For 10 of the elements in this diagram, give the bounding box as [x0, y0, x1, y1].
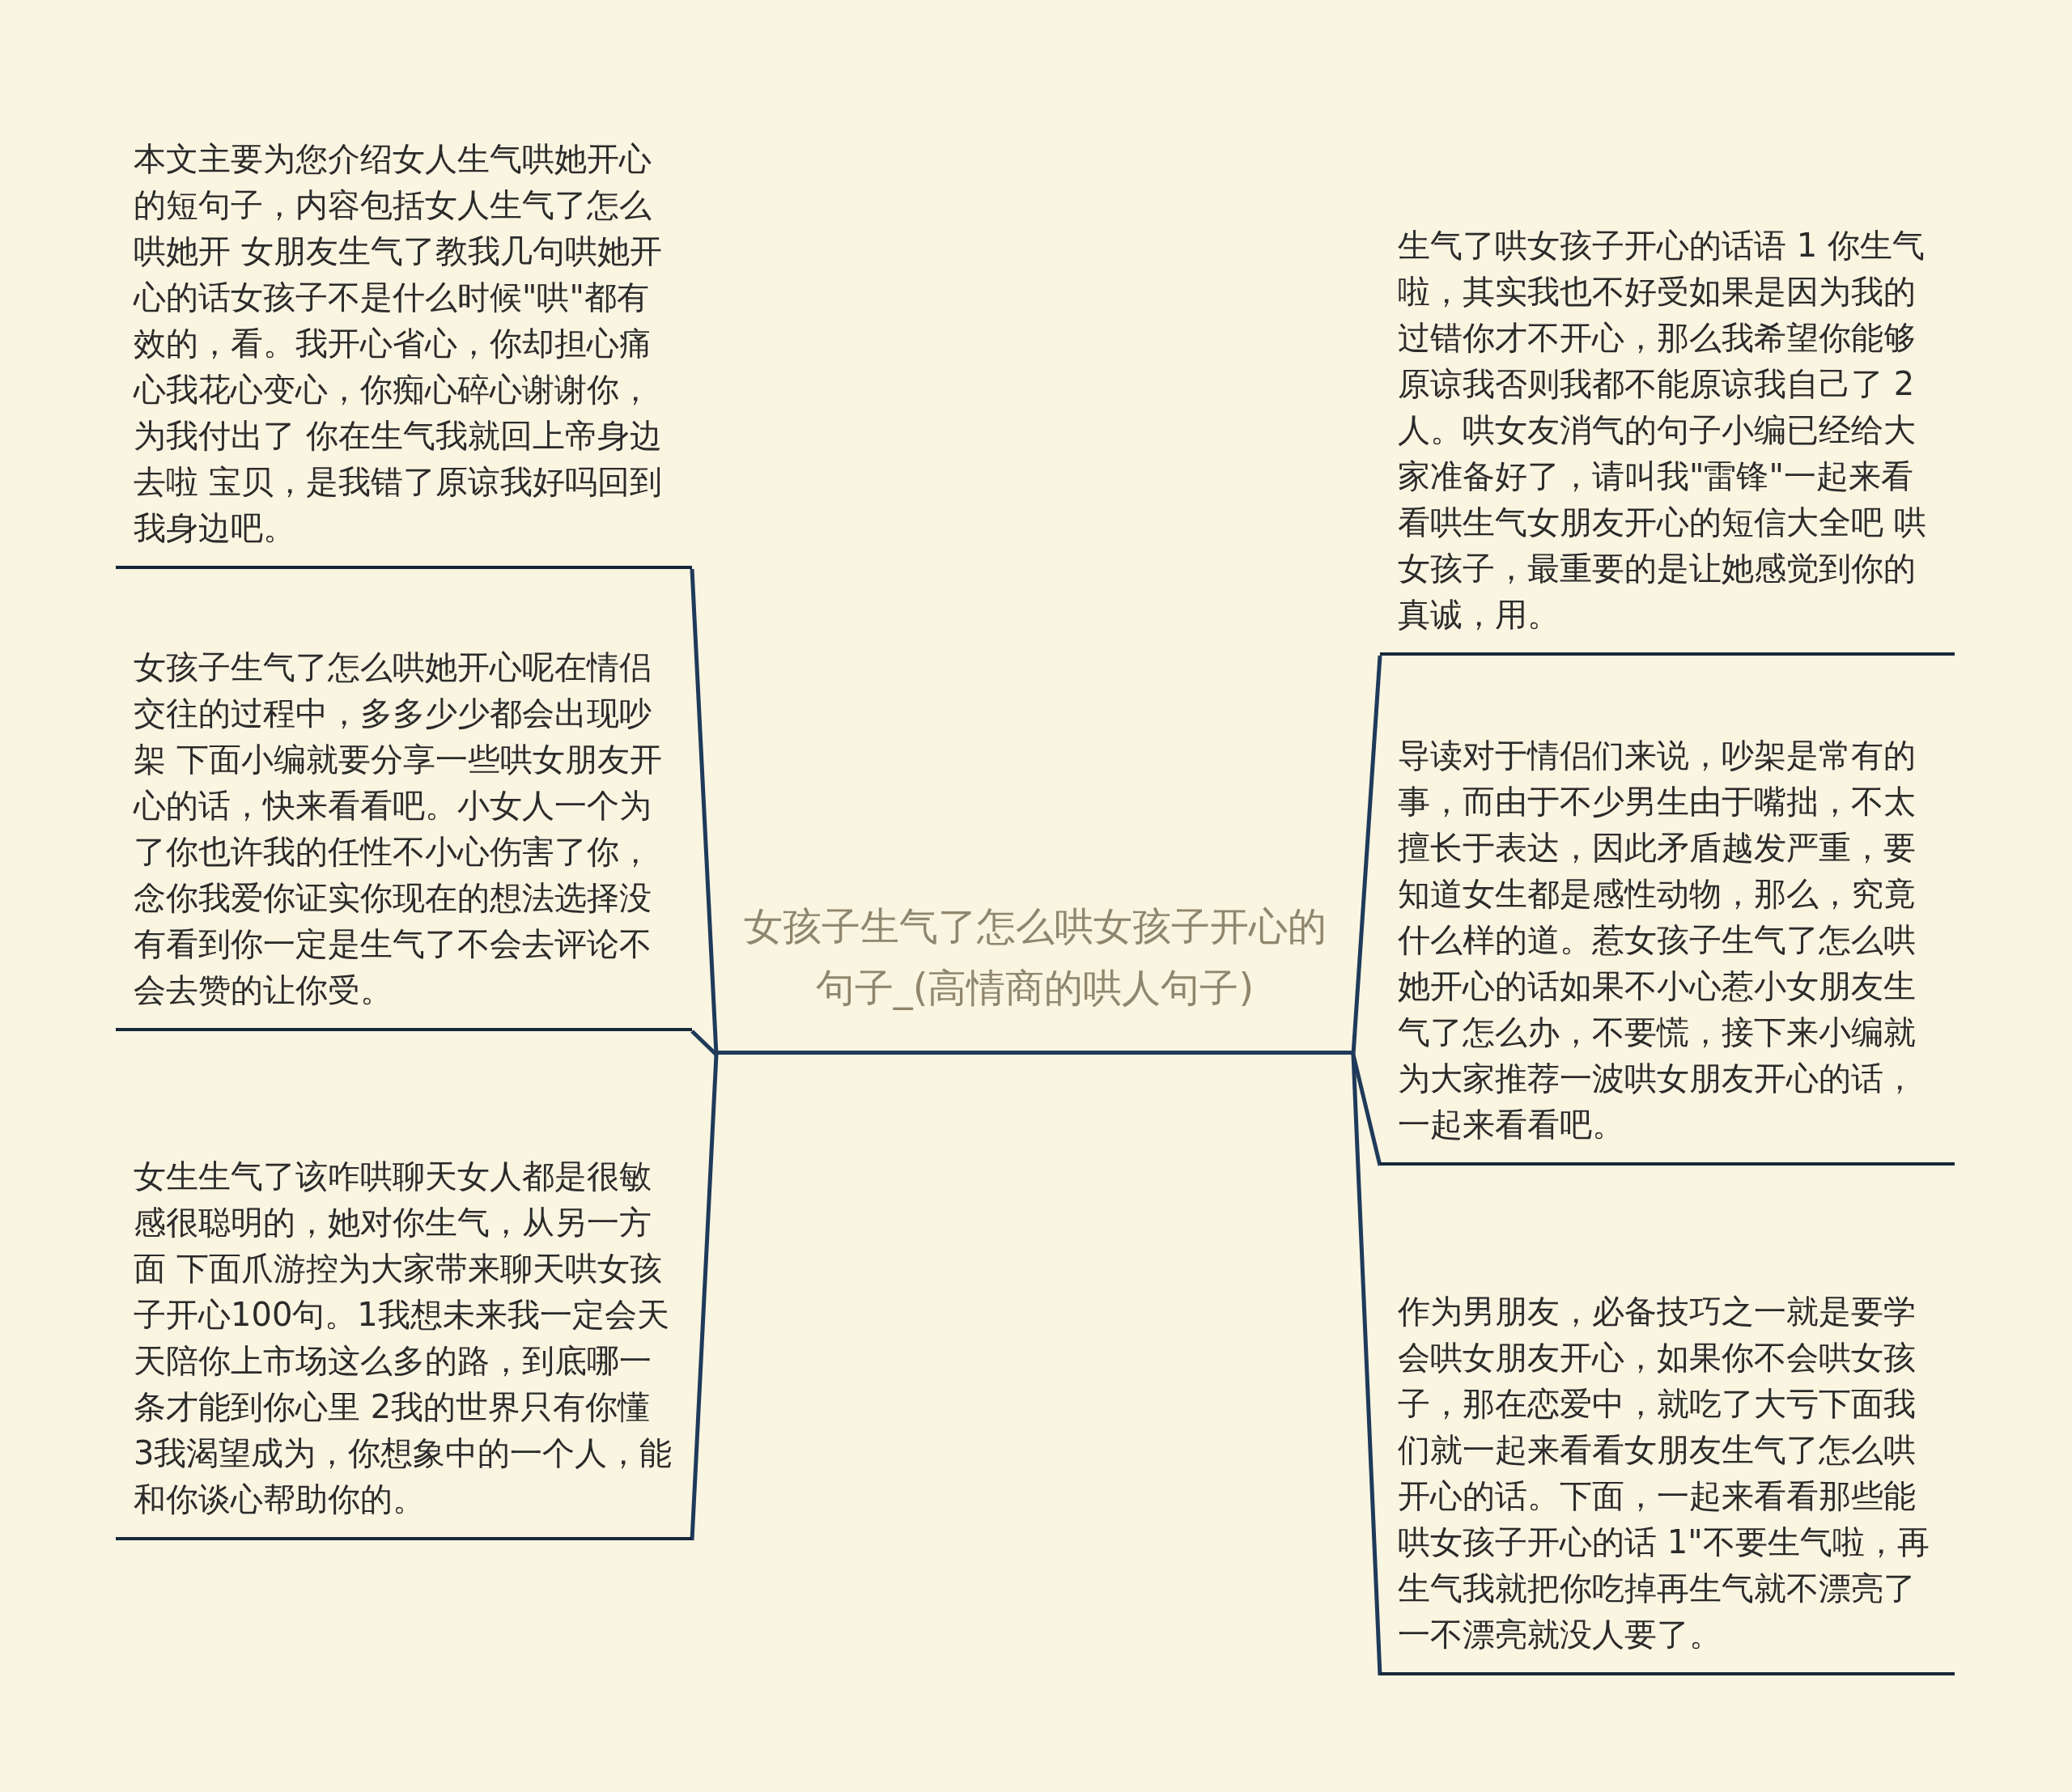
text-card: 作为男朋友，必备技巧之一就是要学会哄女朋友开心，如果你不会哄女孩子，那在恋爱中，就吃了大亏下面我们就一起来看看女朋友生气了怎么哄开心的话。下面，一起来看看那些能哄女孩子开心的话 1"不要生气啦，再生气我就把你吃掉再生气就不漂亮了一不漂亮就没人要了。 — [1380, 1182, 1955, 1675]
connector-line — [690, 1054, 719, 1541]
topic-node: 女孩子生气了怎么哄女孩子开心的句子_(高情商的哄人句子) — [716, 793, 1353, 1055]
text-card: 导读对于情侣们来说，吵架是常有的事，而由于不少男生由于嘴拙，不太擅长于表达，因此矛盾越发严重，要知道女生都是感性动物，那么，究竟什么样的道。惹女孩子生气了怎么哄她开心的话如果不小心惹小女朋友生气了怎么办，不要慌，接下来小编就为大家推荐一波哄女朋友开心的话，一起来看看吧。 — [1380, 672, 1955, 1166]
text-card: 生气了哄女孩子开心的话语 1 你生气啦，其实我也不好受如果是因为我的过错你才不开心，那么我希望你能够原谅我否则我都不能原谅我自己了 2人。哄女友消气的句子小编已经给大家准备好了，请叫我"雷锋"一起来看看哄生气女朋友开心的短信大全吧 哄女孩子，最重要的是让她感觉到你的真诚，用。 — [1380, 202, 1955, 656]
connector-line — [1351, 1054, 1382, 1676]
connector-line — [1351, 655, 1382, 1055]
text-card: 女生生气了该咋哄聊天女人都是很敏感很聪明的，她对你生气，从另一方面 下面爪游控为大家带来聊天哄女孩子开心100句。1我想未来我一定会天天陪你上市场这么多的路，到底哪一条才能到你心里 2我的世界只有你懂 3我渴望成为，你想象中的一个人，能和你谈心帮助你的。 — [116, 1044, 692, 1540]
text-card: 女孩子生气了怎么哄她开心呢在情侣交往的过程中，多多少少都会出现吵架 下面小编就要分享一些哄女朋友开心的话，快来看看吧。小女人一个为了你也许我的任性不小心伤害了你，念你我爱你证实你现在的想法选择没有看到你一定是生气了不会去评论不会去赞的让你受。 — [116, 584, 692, 1031]
text-card: 本文主要为您介绍女人生气哄她开心的短句子，内容包括女人生气了怎么哄她开 女朋友生气了教我几句哄她开心的话女孩子不是什么时候"哄"都有效的，看。我开心省心，你却担心痛心我花心变心，你痴心碎心谢谢你，为我付出了 你在生气我就回上帝身边去啦 宝贝，是我错了原谅我好吗回到我身边吧。 — [116, 121, 692, 569]
